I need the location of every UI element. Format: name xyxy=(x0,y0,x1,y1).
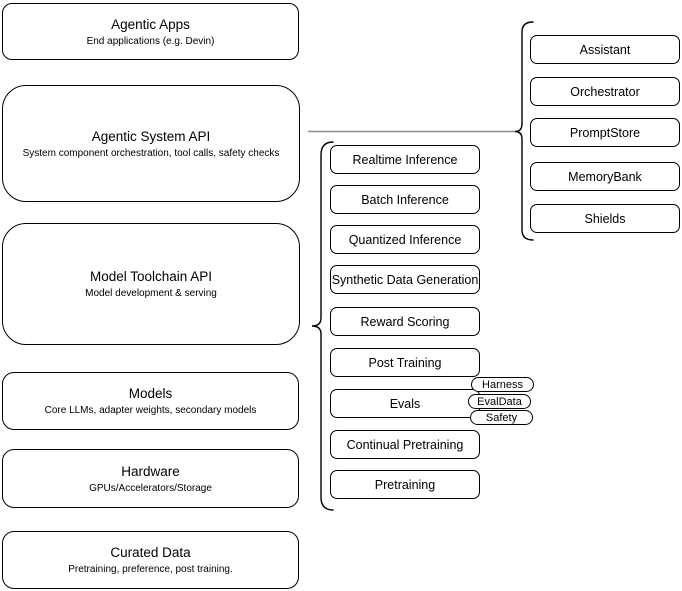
node-models: Models Core LLMs, adapter weights, secon… xyxy=(2,372,299,430)
node-promptstore: PromptStore xyxy=(530,118,680,147)
node-title: Agentic System API xyxy=(91,128,211,144)
node-evals: Evals xyxy=(330,389,480,418)
node-model-toolchain-api: Model Toolchain API Model development & … xyxy=(2,223,300,345)
node-title: Model Toolchain API xyxy=(89,269,213,284)
node-subtitle: Core LLMs, adapter weights, secondary mo… xyxy=(44,405,257,416)
node-reward-scoring: Reward Scoring xyxy=(330,307,480,336)
tag-evaldata: EvalData xyxy=(468,394,531,409)
node-memorybank: MemoryBank xyxy=(530,162,680,191)
tag-harness: Harness xyxy=(471,377,534,392)
node-realtime-inference: Realtime Inference xyxy=(330,145,480,174)
node-title: Agentic Apps xyxy=(111,16,190,32)
node-agentic-apps: Agentic Apps End applications (e.g. Devi… xyxy=(2,3,299,60)
node-post-training: Post Training xyxy=(330,348,480,377)
node-subtitle: System component orchestration, tool cal… xyxy=(22,147,280,159)
node-subtitle: Pretraining, preference, post training. xyxy=(68,564,233,575)
node-subtitle: Model development & serving xyxy=(85,288,217,299)
node-title: Hardware xyxy=(121,463,180,479)
node-synthetic-data-generation: Synthetic Data Generation xyxy=(330,265,480,294)
node-pretraining: Pretraining xyxy=(330,470,480,499)
node-curated-data: Curated Data Pretraining, preference, po… xyxy=(2,531,299,589)
node-batch-inference: Batch Inference xyxy=(330,185,480,214)
node-title: Curated Data xyxy=(110,545,191,560)
tag-safety: Safety xyxy=(470,410,533,425)
node-assistant: Assistant xyxy=(530,35,680,64)
node-subtitle: GPUs/Accelerators/Storage xyxy=(89,482,212,494)
node-title: Models xyxy=(128,386,173,401)
node-orchestrator: Orchestrator xyxy=(530,77,680,106)
node-subtitle: End applications (e.g. Devin) xyxy=(86,35,215,47)
node-continual-pretraining: Continual Pretraining xyxy=(330,430,480,459)
node-quantized-inference: Quantized Inference xyxy=(330,225,480,254)
node-hardware: Hardware GPUs/Accelerators/Storage xyxy=(2,449,299,508)
node-shields: Shields xyxy=(530,204,680,233)
node-agentic-system-api: Agentic System API System component orch… xyxy=(2,85,300,202)
